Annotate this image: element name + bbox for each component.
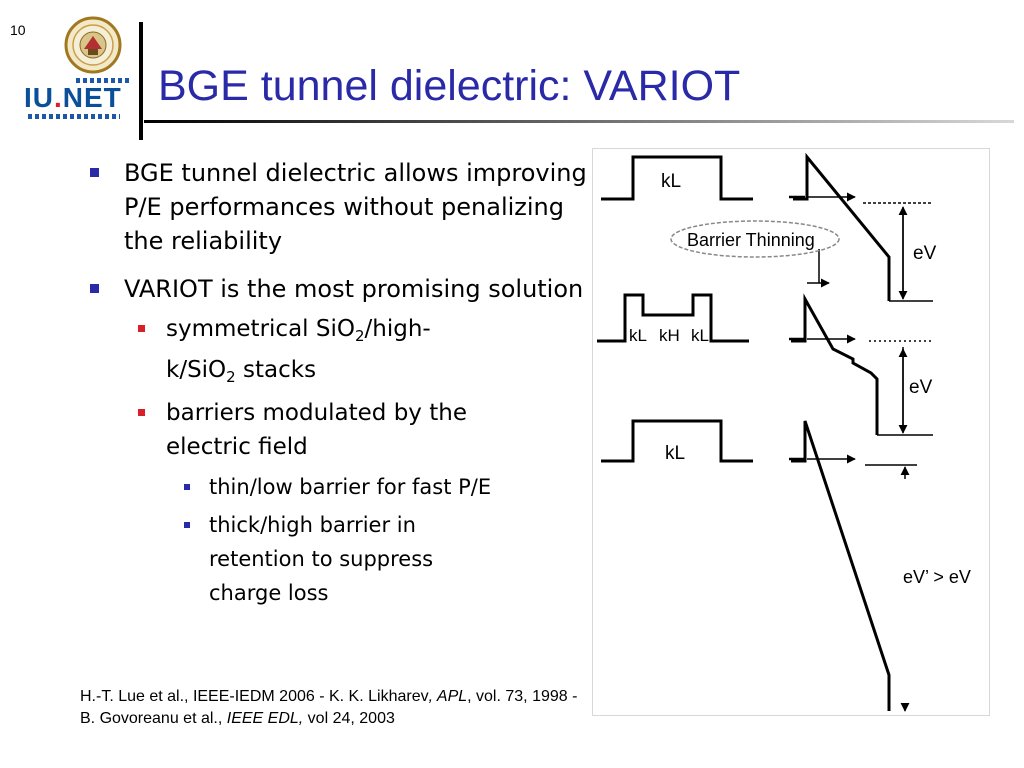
barrier-variot-mid [597,293,749,343]
title-horizontal-rule [144,120,1014,123]
university-logo: IU.NET [20,12,138,124]
reference-line-1: H.-T. Lue et al., IEEE-IEDM 2006 - K. K.… [80,688,578,705]
sub-sub-bullet-text: thin/low barrier for fast P/E [209,475,492,499]
bullet-text: BGE tunnel dielectric allows improving P… [124,159,587,255]
barrier-kl-bottom [601,419,753,463]
label-kl-bottom: kL [665,443,685,464]
slide-title: BGE tunnel dielectric: VARIOT [158,62,741,110]
bullet-item: VARIOT is the most promising solution [88,272,588,306]
bullet-item: BGE tunnel dielectric allows improving P… [88,156,588,258]
references: H.-T. Lue et al., IEEE-IEDM 2006 - K. K.… [80,686,720,730]
logo-dots-bottom [28,114,120,119]
sub-bullet-item: symmetrical SiO2/high-k/SiO2 stacks [88,312,476,394]
sub-bullet-item: barriers modulated by the electric field [88,396,526,464]
square-bullet-icon [90,284,99,293]
slide-number: 10 [10,22,26,38]
university-seal-icon [64,16,122,74]
square-bullet-icon [90,168,99,177]
bullet-list: BGE tunnel dielectric allows improving P… [88,156,588,614]
band-diagram-figure: kL Barrier Thinning eV kL kH kL eV kL eV… [592,148,990,716]
sub-bullet-text: barriers modulated by the electric field [166,400,467,460]
label-ev-2: eV [909,377,933,398]
tilted-barrier-3 [791,420,891,711]
barrier-kl-top [601,155,753,201]
title-vertical-rule [139,22,143,140]
label-kh-mid: kH [659,326,680,345]
label-ev-prime: eV’ > eV [903,567,971,587]
logo-wordmark: IU.NET [24,82,122,113]
square-bullet-icon [184,522,190,528]
sub-sub-bullet-item: thick/high barrier in retention to suppr… [88,508,509,610]
label-kl-top: kL [661,171,681,192]
label-barrier-thinning: Barrier Thinning [687,230,815,250]
label-kl-mid-left: kL [629,326,647,345]
label-ev-1: eV [913,243,937,264]
sub-bullet-text: symmetrical SiO2/high-k/SiO2 stacks [166,316,431,386]
square-bullet-icon [138,409,145,416]
bullet-text: VARIOT is the most promising solution [124,275,584,303]
square-bullet-icon [138,325,145,332]
sub-sub-bullet-text: thick/high barrier in retention to suppr… [209,513,434,605]
band-diagram: kL Barrier Thinning eV kL kH kL eV kL eV… [597,152,971,712]
reference-line-2: B. Govoreanu et al., IEEE EDL, vol 24, 2… [80,710,395,727]
square-bullet-icon [184,484,190,490]
logo-dots-top [76,78,130,83]
tilted-barrier-1 [793,152,891,301]
tilted-barrier-2 [791,293,879,435]
sub-sub-bullet-item: thin/low barrier for fast P/E [88,470,588,504]
label-kl-mid-right: kL [691,326,709,345]
